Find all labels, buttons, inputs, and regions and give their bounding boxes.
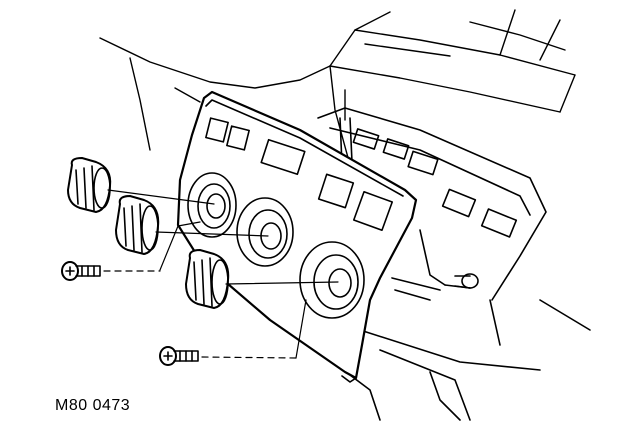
console-housing — [318, 108, 590, 420]
switch-window-4 — [319, 174, 354, 207]
figure-reference-code: M80 0473 — [55, 397, 131, 414]
screw-upper — [62, 262, 100, 280]
knob-bottom — [186, 250, 228, 308]
screw-lower — [160, 347, 198, 365]
knob-middle — [116, 196, 158, 254]
control-panel-faceplate — [178, 92, 416, 382]
knob-boss-left — [188, 173, 236, 237]
knob-top — [68, 158, 110, 212]
switch-window-1 — [206, 118, 228, 142]
switch-window-5 — [354, 192, 392, 230]
knob-boss-centre — [237, 198, 293, 266]
switch-window-2 — [227, 126, 249, 150]
knob-boss-right — [300, 242, 364, 318]
screw-lower-leader — [202, 357, 296, 358]
switch-window-3 — [261, 140, 305, 175]
dashboard-outline — [100, 10, 575, 165]
alignment-leaders — [108, 190, 338, 358]
